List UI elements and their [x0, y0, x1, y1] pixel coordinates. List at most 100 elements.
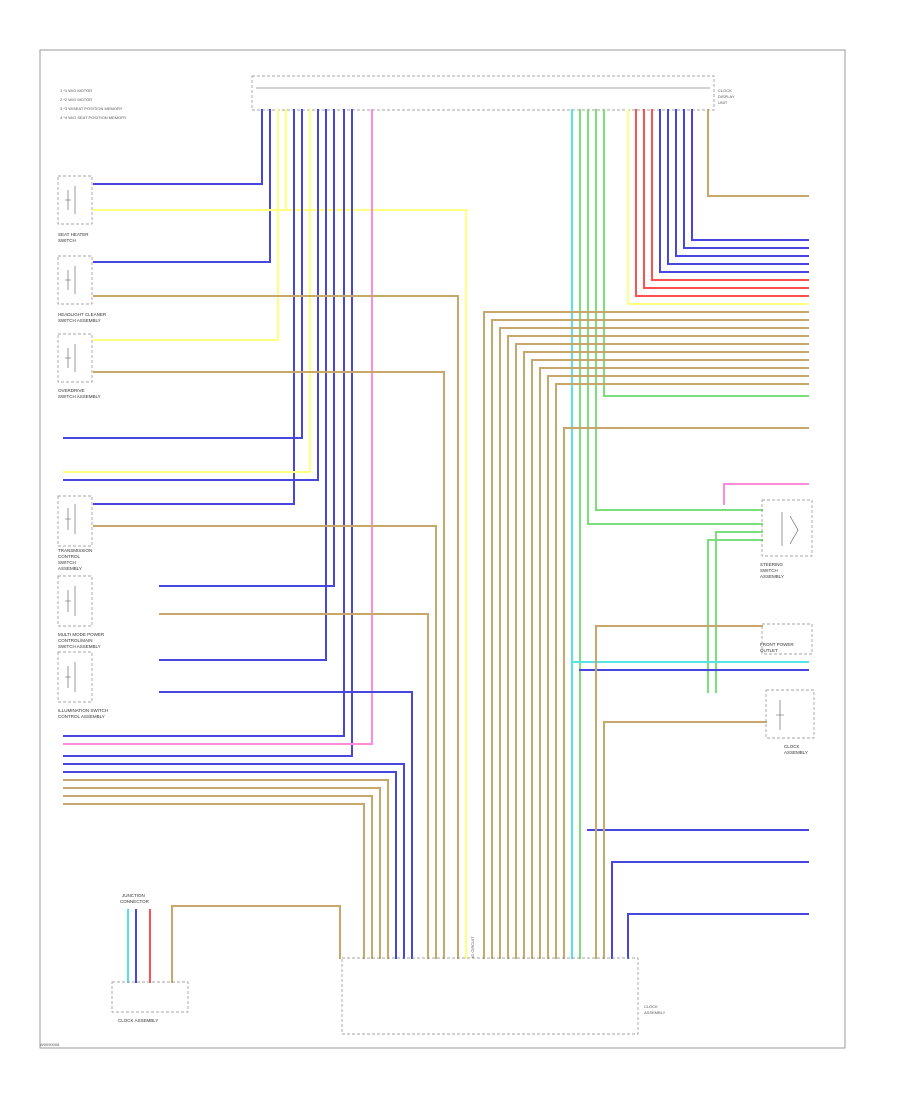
wire — [507, 335, 809, 959]
component-label: SEAT HEATER — [58, 232, 89, 237]
switch-symbol — [65, 662, 76, 692]
wire — [627, 109, 809, 305]
switch-symbol — [65, 504, 76, 534]
component-label: OVERDRIVE — [58, 388, 85, 393]
wire — [159, 691, 413, 959]
junction-connector: JUNCTION CONNECTOR CLOCK ASSEMBLY — [111, 893, 189, 1023]
component-label: CLOCK — [784, 744, 800, 749]
switch-symbol — [65, 344, 76, 372]
legend-item: 3 *3 W/SEAT POSITION MEMORY — [60, 106, 123, 111]
wire — [627, 913, 809, 959]
component-label: ASSEMBLY — [760, 574, 784, 579]
component-box — [761, 623, 813, 655]
wire — [539, 367, 809, 959]
top-ecu-box — [251, 75, 715, 111]
component-box — [57, 255, 93, 305]
wire — [603, 109, 809, 397]
wire — [159, 109, 327, 661]
wire — [63, 109, 311, 473]
wire — [643, 109, 809, 289]
wire — [63, 109, 319, 481]
wire — [491, 319, 809, 959]
legend: 1 *1 W/O MOTOR 2 *2 W/O MOTOR 3 *3 W/SEA… — [60, 88, 127, 120]
legend-item: 1 *1 W/O MOTOR — [60, 88, 92, 93]
wire — [93, 525, 437, 959]
wire — [171, 905, 341, 983]
component-box — [57, 175, 93, 225]
junction-label: CONNECTOR — [120, 899, 150, 904]
wire — [515, 343, 809, 959]
wire — [63, 109, 345, 737]
wire — [667, 109, 809, 265]
wire — [93, 109, 295, 505]
wire — [63, 771, 397, 959]
wire — [715, 531, 763, 693]
wire — [63, 787, 381, 959]
component-box — [765, 689, 815, 739]
component-label: HEADLIGHT CLEANER — [58, 312, 107, 317]
component-label: CONTROL ASSEMBLY — [58, 714, 105, 719]
component-label: SWITCH — [58, 238, 76, 243]
wire — [563, 427, 809, 959]
wire — [675, 109, 809, 257]
center-label: IG CIRCUIT — [470, 936, 475, 958]
wire — [499, 327, 809, 959]
top-ecu-label: DISPLAY — [718, 94, 735, 99]
wires — [63, 109, 809, 983]
component-box — [57, 333, 93, 383]
wire — [555, 383, 809, 959]
component-label: OUTLET — [760, 648, 778, 653]
component-label: ASSEMBLY — [784, 750, 808, 755]
left-components: SEAT HEATER SWITCH HEADLIGHT CLEANER SWI… — [57, 175, 108, 719]
switch-symbol — [65, 186, 76, 214]
wire — [723, 483, 809, 505]
component-label: SWITCH — [58, 560, 76, 565]
wire — [547, 375, 809, 959]
component-label: CONTROL/MAIN — [58, 638, 93, 643]
bottom-ecu: CLOCK ASSEMBLY IG CIRCUIT — [341, 936, 666, 1035]
top-ecu-label: UNIT — [718, 100, 728, 105]
component-label: FRONT POWER — [760, 642, 794, 647]
wire — [691, 109, 809, 241]
junction-box — [111, 981, 189, 1013]
component-label: STEERING — [760, 562, 784, 567]
wire — [63, 763, 405, 959]
component-label: ILLUMINATION SWITCH — [58, 708, 108, 713]
wire — [63, 109, 353, 757]
right-components: STEERING SWITCH ASSEMBLY FRONT POWER OUT… — [760, 499, 815, 755]
wire — [523, 351, 809, 959]
wire — [93, 109, 263, 185]
wire — [651, 109, 809, 281]
component-box — [57, 575, 93, 627]
wire — [63, 109, 373, 745]
wire — [93, 295, 459, 959]
wire — [707, 109, 809, 197]
wire — [63, 779, 389, 959]
legend-item: 4 *4 W/O SEAT POSITION MEMORY — [60, 115, 127, 120]
component-box — [761, 499, 813, 557]
top-ecu-label: CLOCK — [718, 88, 732, 93]
switch-symbol — [65, 586, 76, 616]
wire — [595, 625, 763, 959]
wire — [159, 109, 335, 587]
legend-item: 2 *2 W/O MOTOR — [60, 97, 92, 102]
wire — [63, 803, 365, 959]
top-ecu: CLOCK DISPLAY UNIT — [251, 75, 735, 111]
component-label: SWITCH ASSEMBLY — [58, 644, 101, 649]
component-label: ASSEMBLY — [58, 566, 82, 571]
bottom-ecu-label: ASSEMBLY — [644, 1010, 666, 1015]
wire — [483, 311, 809, 959]
wire — [285, 109, 467, 959]
wire — [595, 109, 763, 511]
component-label: TRANSMISSION — [58, 548, 92, 553]
wire — [159, 613, 429, 959]
wire — [603, 721, 767, 959]
wire — [611, 861, 809, 959]
footer-code: W0090008 — [40, 1042, 60, 1047]
switch-symbol — [65, 266, 76, 294]
wire — [63, 795, 373, 959]
bottom-ecu-box — [341, 957, 639, 1035]
junction-label: CLOCK ASSEMBLY — [118, 1018, 158, 1023]
component-label: CONTROL — [58, 554, 80, 559]
